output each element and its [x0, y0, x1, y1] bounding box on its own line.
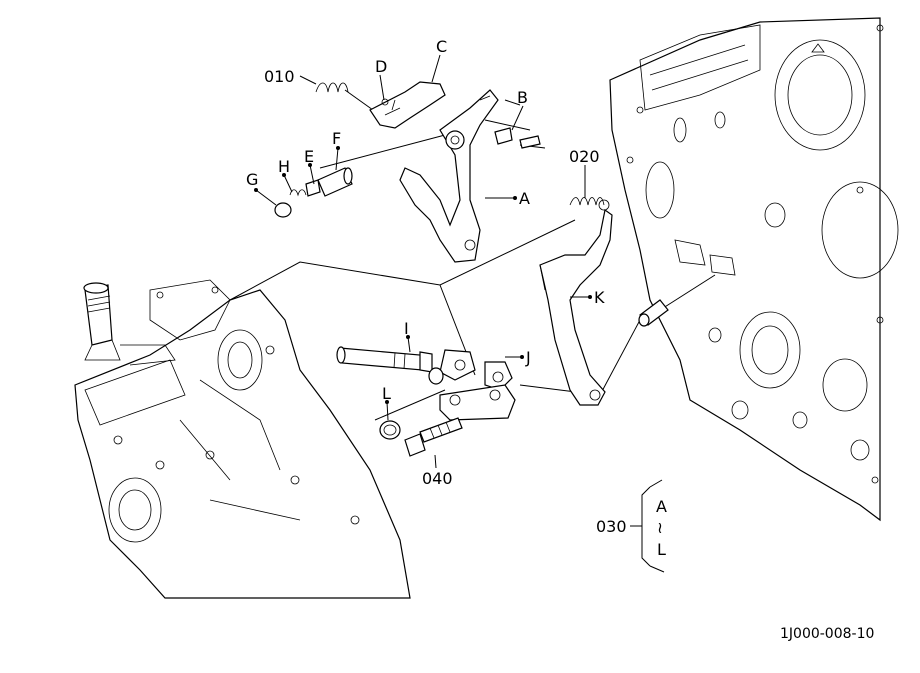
- callout-j: J: [525, 348, 531, 367]
- callout-b: B: [517, 88, 528, 107]
- callout-040: 040: [422, 469, 453, 488]
- callout-h: H: [278, 157, 290, 176]
- adjuster-parts: [274, 167, 353, 218]
- bracket-j: [428, 349, 516, 421]
- pin-b: [494, 127, 541, 149]
- callout-030: 030: [596, 517, 627, 536]
- callout-f: F: [332, 129, 341, 148]
- sleeve: [638, 299, 669, 327]
- range-tilde: ≀: [657, 518, 663, 537]
- range-from: A: [656, 497, 667, 516]
- drawing-code: 1J000-008-10: [780, 626, 874, 642]
- range-group-030: 030 A ≀ L: [596, 479, 667, 573]
- callout-020: 020: [569, 147, 600, 166]
- engine-block: [609, 17, 899, 522]
- bracket-plate: [369, 81, 446, 129]
- callout-c: C: [436, 37, 447, 56]
- callout-010: 010: [264, 67, 295, 86]
- range-to: L: [657, 540, 666, 559]
- spring-020: [569, 197, 610, 211]
- callout-k: K: [594, 288, 605, 307]
- lever-a: [399, 89, 499, 263]
- callout-e: E: [304, 147, 314, 166]
- callout-a: A: [519, 189, 530, 208]
- gear-case: [74, 279, 411, 599]
- callout-d: D: [375, 57, 387, 76]
- lever-k: [539, 208, 613, 406]
- bolt-040: [404, 417, 463, 457]
- shaft-i: [336, 346, 433, 373]
- ring-l: [379, 420, 401, 440]
- callout-g: G: [246, 170, 258, 189]
- callout-i: I: [404, 319, 409, 338]
- leader-lines: [254, 54, 592, 469]
- callout-l: L: [382, 384, 391, 403]
